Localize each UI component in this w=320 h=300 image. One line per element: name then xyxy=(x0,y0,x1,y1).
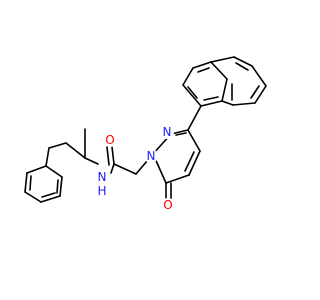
bond xyxy=(29,175,32,191)
bond xyxy=(235,62,249,71)
bond xyxy=(254,85,267,104)
bond xyxy=(200,100,223,107)
atom-label-layer: O N H N N O xyxy=(95,125,175,212)
bond xyxy=(41,192,56,198)
bond xyxy=(24,191,42,203)
label-background xyxy=(144,149,158,163)
bond-layer xyxy=(24,56,267,203)
bond xyxy=(48,142,67,149)
bond xyxy=(197,67,210,73)
bond xyxy=(182,67,194,86)
bond xyxy=(56,179,59,194)
bond xyxy=(110,163,115,174)
bond xyxy=(59,176,63,197)
ring-nitrogen-1-label: N xyxy=(147,149,156,163)
bond xyxy=(45,165,63,178)
bond xyxy=(233,56,253,67)
bond xyxy=(251,65,267,87)
bond xyxy=(84,157,99,165)
bond xyxy=(106,146,110,166)
bond xyxy=(24,172,28,193)
bond xyxy=(203,96,219,101)
ring-nitrogen-2-label: N xyxy=(163,125,172,139)
bond xyxy=(165,174,190,184)
bond xyxy=(45,147,50,167)
ring-oxygen-label: O xyxy=(163,198,172,212)
bond xyxy=(65,142,86,159)
molecule-structure-diagram: O N H N N O xyxy=(24,56,267,212)
label-background xyxy=(95,169,109,197)
amide-nitrogen-label: N xyxy=(98,170,107,184)
amide-hydrogen-label: H xyxy=(97,184,106,198)
label-background xyxy=(161,198,175,212)
bond xyxy=(221,100,234,106)
bond xyxy=(184,151,195,172)
bond xyxy=(221,78,228,102)
bond xyxy=(187,105,202,131)
bond xyxy=(250,85,260,99)
bond xyxy=(175,132,187,136)
bond xyxy=(187,129,201,152)
bond xyxy=(113,163,137,175)
amide-oxygen-label: O xyxy=(105,133,114,147)
bond xyxy=(232,102,256,106)
bond xyxy=(210,56,235,63)
bond xyxy=(210,61,228,80)
bond xyxy=(187,86,198,99)
bond xyxy=(26,165,47,174)
bond xyxy=(182,84,202,107)
label-background xyxy=(160,125,174,139)
bond xyxy=(40,195,61,203)
bond xyxy=(111,146,115,165)
label-background xyxy=(103,133,117,147)
bond xyxy=(188,150,201,176)
bond xyxy=(192,61,212,69)
